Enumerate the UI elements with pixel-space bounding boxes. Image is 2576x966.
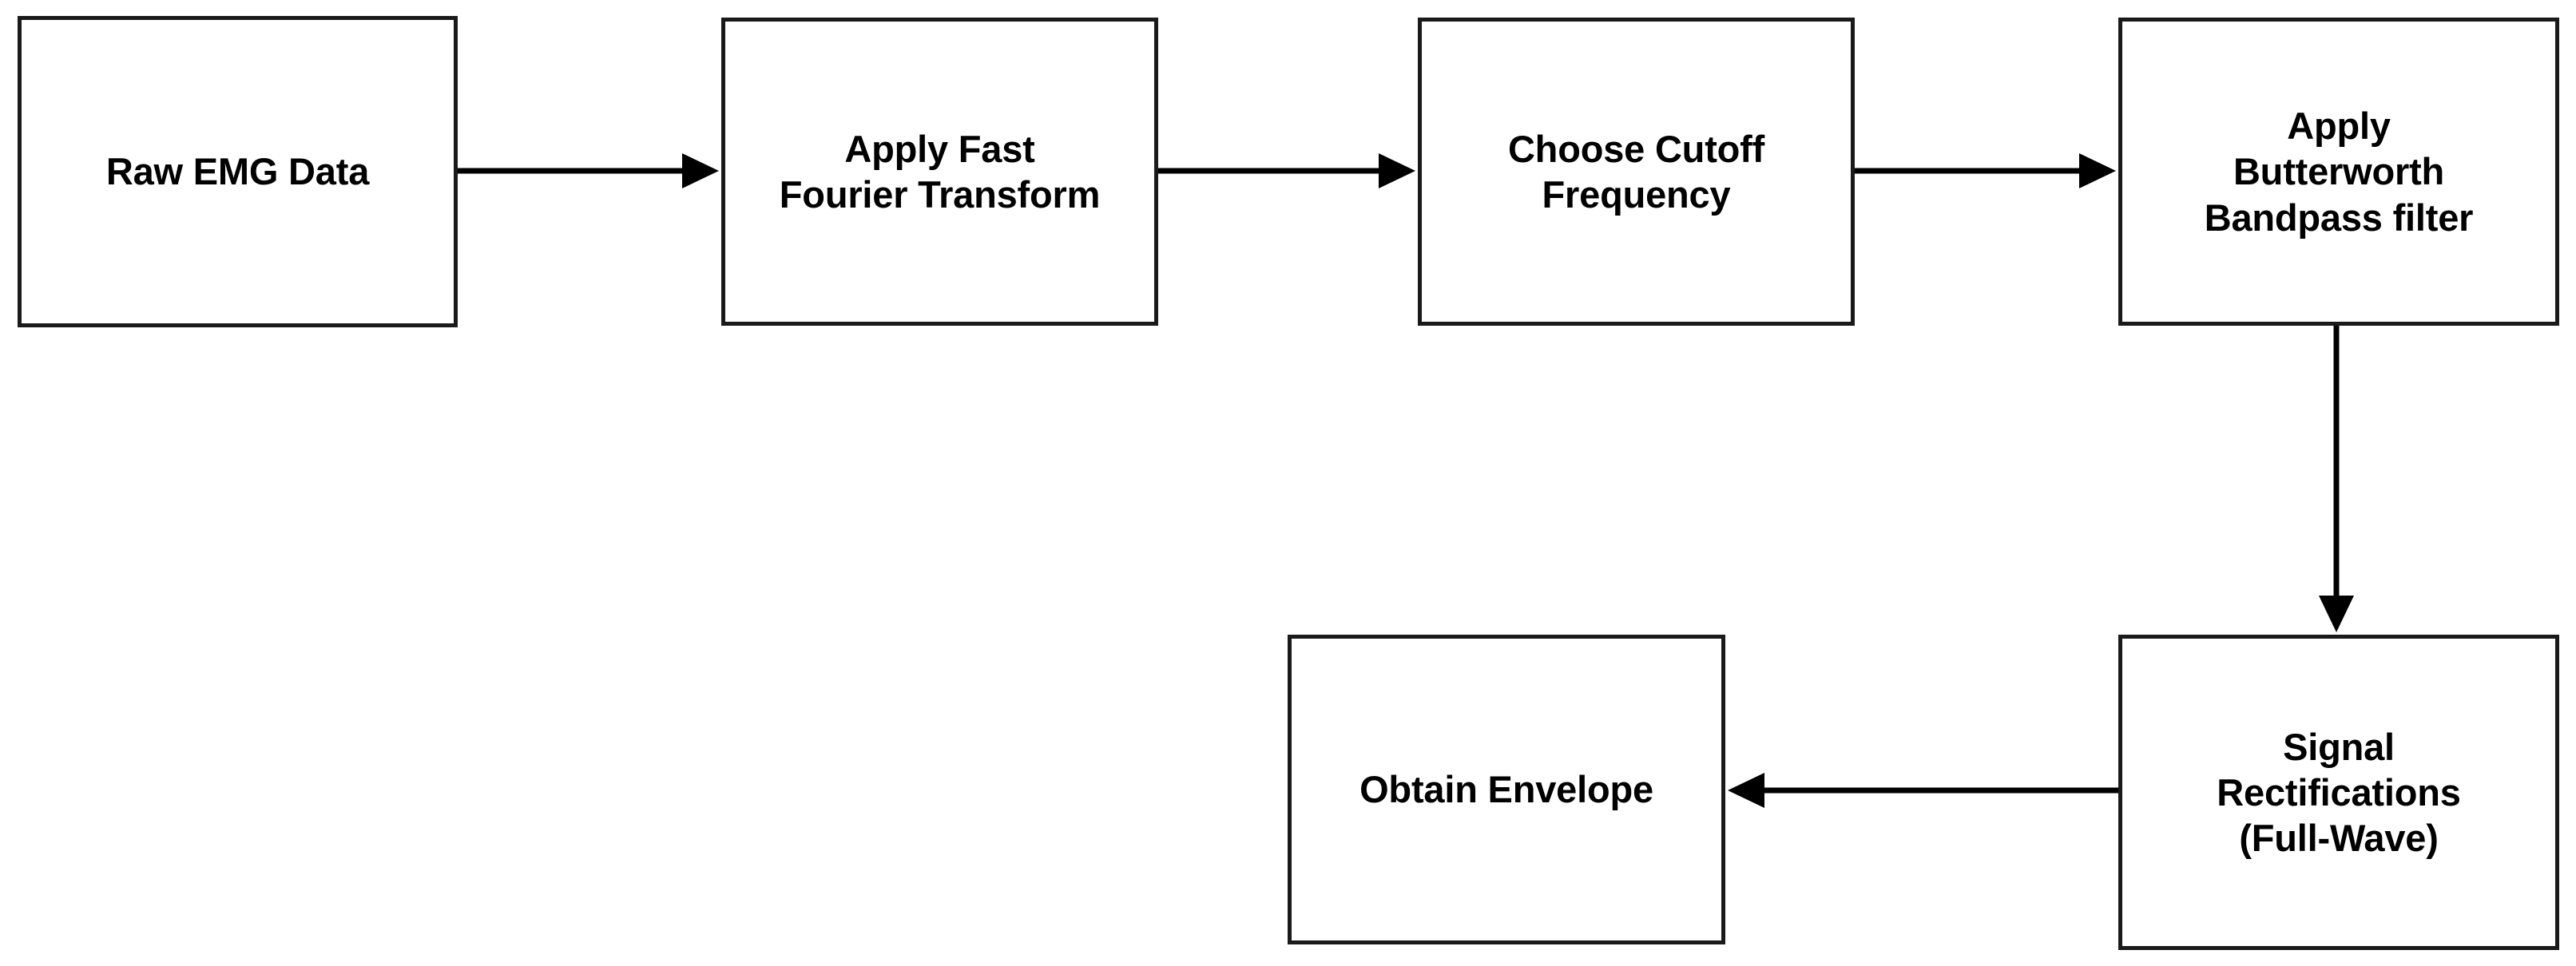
node-label-apply-butterworth-bandpass-filter: Apply Butterworth Bandpass filter <box>2204 105 2474 239</box>
arrowhead-icon <box>682 153 719 188</box>
node-label-raw-emg-data: Raw EMG Data <box>105 150 370 193</box>
arrowhead-icon <box>1379 153 1415 188</box>
node-signal-rectifications-full-wave[interactable]: Signal Rectifications (Full-Wave) <box>2118 635 2559 950</box>
edge-edge-butterworth-to-rectification <box>2319 326 2354 632</box>
node-obtain-envelope[interactable]: Obtain Envelope <box>1288 635 1725 944</box>
edge-edge-raw-to-fft <box>458 153 719 188</box>
node-apply-fast-fourier-transform[interactable]: Apply Fast Fourier Transform <box>721 18 1158 326</box>
arrowhead-icon <box>2319 596 2354 632</box>
node-label-signal-rectifications-full-wave: Signal Rectifications (Full-Wave) <box>2217 725 2461 860</box>
arrowhead-icon <box>1728 773 1764 808</box>
node-label-choose-cutoff-frequency: Choose Cutoff Frequency <box>1507 127 1765 216</box>
node-raw-emg-data[interactable]: Raw EMG Data <box>18 16 458 327</box>
arrowhead-icon <box>2079 153 2116 188</box>
node-label-obtain-envelope: Obtain Envelope <box>1359 768 1653 811</box>
node-label-apply-fast-fourier-transform: Apply Fast Fourier Transform <box>779 127 1101 216</box>
node-apply-butterworth-bandpass-filter[interactable]: Apply Butterworth Bandpass filter <box>2118 18 2559 326</box>
edge-edge-cutoff-to-butterworth <box>1855 153 2116 188</box>
node-choose-cutoff-frequency[interactable]: Choose Cutoff Frequency <box>1418 18 1855 326</box>
edge-edge-rectification-to-envelope <box>1728 773 2118 808</box>
edge-edge-fft-to-cutoff <box>1158 153 1415 188</box>
